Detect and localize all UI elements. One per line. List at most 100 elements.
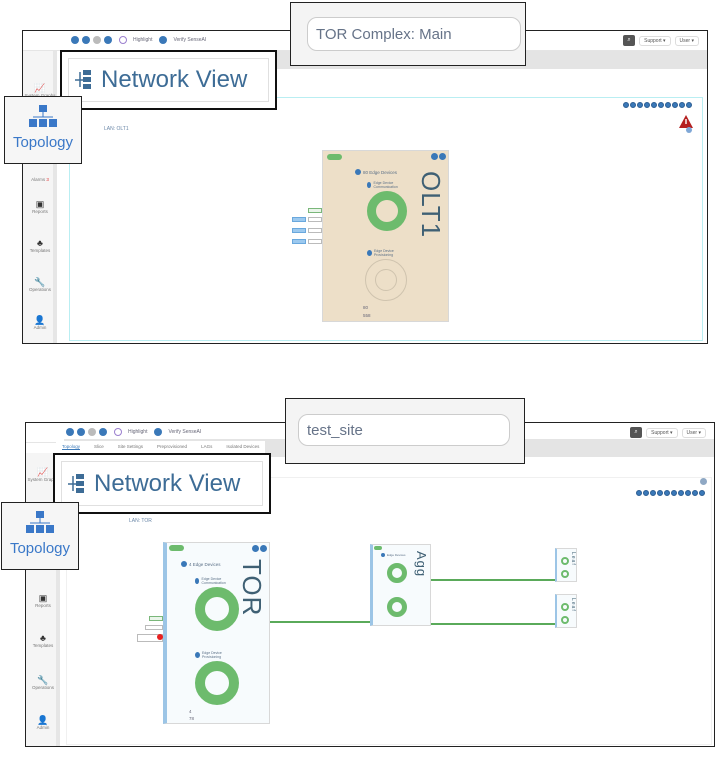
stat-1: 80 xyxy=(363,305,369,310)
support-menu[interactable]: Support ▾ xyxy=(639,35,671,46)
network-view-icon xyxy=(68,473,84,493)
provisioning-ring xyxy=(561,570,569,578)
sidebar-item-templates[interactable]: ♣Templates xyxy=(23,238,57,253)
canvas-tool[interactable] xyxy=(644,102,650,108)
canvas-tool[interactable] xyxy=(630,102,636,108)
verify-icon[interactable] xyxy=(159,36,168,44)
toolbar-btn-3[interactable] xyxy=(93,36,101,44)
info-icon[interactable] xyxy=(439,153,446,160)
canvas-tool[interactable] xyxy=(685,490,691,496)
topology-callout-top[interactable]: Topology xyxy=(4,96,82,164)
canvas-tool[interactable] xyxy=(637,102,643,108)
sidebar-item-reports[interactable]: ▣Reports xyxy=(23,199,57,214)
canvas-tool[interactable] xyxy=(671,490,677,496)
verify-label[interactable]: Verify SenseAI xyxy=(173,37,207,43)
site-name-field[interactable]: TOR Complex: Main xyxy=(307,17,521,51)
alarm-badge: 3 xyxy=(46,177,49,182)
error-indicator[interactable] xyxy=(157,634,163,640)
sidebar-label: Operations xyxy=(31,685,54,690)
sidebar-item-operations[interactable]: 🔧Operations xyxy=(23,277,57,292)
sidebar-item-templates[interactable]: ♣Templates xyxy=(26,633,60,648)
topology-canvas[interactable]: LAN: TOR 4 Edge Devices Edge Device Comm… xyxy=(66,477,712,745)
toolbar-btn-4[interactable] xyxy=(99,428,107,436)
search-button[interactable]: ⌕ xyxy=(623,35,636,46)
port[interactable] xyxy=(145,625,163,630)
sidebar-item-operations[interactable]: 🔧Operations xyxy=(26,675,60,690)
highlight-icon[interactable] xyxy=(119,36,127,44)
sidebar-item-reports[interactable]: ▣Reports xyxy=(26,593,60,608)
toolbar-btn-3[interactable] xyxy=(88,428,96,436)
toolbar-btn-2[interactable] xyxy=(77,428,85,436)
tab-slice[interactable]: Slice xyxy=(94,444,104,449)
toolbar-btn-2[interactable] xyxy=(82,36,90,44)
canvas-tool[interactable] xyxy=(664,490,670,496)
port[interactable] xyxy=(308,217,322,222)
canvas-tool[interactable] xyxy=(678,490,684,496)
canvas-tool[interactable] xyxy=(657,490,663,496)
settings-icon[interactable] xyxy=(431,153,438,160)
toolbar-btn-1[interactable] xyxy=(66,428,74,436)
support-menu[interactable]: Support ▾ xyxy=(646,427,678,438)
user-menu[interactable]: User ▾ xyxy=(674,35,699,46)
link-tor-agg[interactable] xyxy=(270,621,372,623)
edge-devices-count: Edge Devices xyxy=(381,553,406,557)
port-tag[interactable] xyxy=(292,228,306,233)
canvas-tool[interactable] xyxy=(686,102,692,108)
highlight-icon[interactable] xyxy=(114,428,122,436)
verify-icon[interactable] xyxy=(154,428,163,436)
highlight-label[interactable]: Highlight xyxy=(128,429,148,435)
port-uplink[interactable] xyxy=(308,208,322,213)
highlight-label[interactable]: Highlight xyxy=(133,37,153,43)
canvas-tool[interactable] xyxy=(699,490,705,496)
device-tor[interactable]: 4 Edge Devices Edge Device Communication… xyxy=(163,542,270,724)
port-tag[interactable] xyxy=(292,217,306,222)
canvas-tool[interactable] xyxy=(643,490,649,496)
port-tag[interactable] xyxy=(292,239,306,244)
user-menu[interactable]: User ▾ xyxy=(681,427,706,438)
site-name-field[interactable]: test_site xyxy=(298,414,510,446)
tab-preprovisioned[interactable]: Preprovisioned xyxy=(157,444,188,449)
tab-isolated-devices[interactable]: Isolated Devices xyxy=(226,444,260,449)
sidebar-item-alarms[interactable]: Alarms 3 xyxy=(23,177,57,182)
tab-site-settings[interactable]: Site Settings xyxy=(117,444,144,449)
device-agg[interactable]: Edge Devices Agg xyxy=(370,544,431,626)
port-uplink[interactable] xyxy=(149,616,163,621)
sidebar-item-admin[interactable]: 👤Admin xyxy=(26,715,60,730)
device-leaf-2[interactable]: Leaf xyxy=(555,594,577,628)
canvas-tool[interactable] xyxy=(623,102,629,108)
lan-label: LAN: OLT1 xyxy=(104,126,129,132)
clipboard-icon: ▣ xyxy=(38,593,48,603)
canvas-tool[interactable] xyxy=(672,102,678,108)
tab-lags[interactable]: LAGs xyxy=(201,444,213,449)
port[interactable] xyxy=(308,239,322,244)
info-icon[interactable] xyxy=(260,545,267,552)
device-olt1[interactable]: 80 Edge Devices Edge Device Communicatio… xyxy=(322,150,449,322)
link-agg-leaf1[interactable] xyxy=(431,579,555,581)
canvas-tool[interactable] xyxy=(651,102,657,108)
network-view-callout-bottom: Network View xyxy=(53,453,271,514)
canvas-tool[interactable] xyxy=(650,490,656,496)
toolbar-btn-4[interactable] xyxy=(104,36,112,44)
canvas-tool[interactable] xyxy=(665,102,671,108)
canvas-tool[interactable] xyxy=(636,490,642,496)
canvas-tool[interactable] xyxy=(692,490,698,496)
topology-callout-bottom[interactable]: Topology xyxy=(1,502,79,570)
toolbar-btn-1[interactable] xyxy=(71,36,79,44)
search-button[interactable]: ⌕ xyxy=(630,427,643,438)
settings-icon[interactable] xyxy=(252,545,259,552)
sidebar-item-admin[interactable]: 👤Admin xyxy=(23,315,57,330)
topology-canvas[interactable]: LAN: OLT1 80 Edge Devices Edge Device Co… xyxy=(69,97,703,341)
status-pill xyxy=(374,546,382,550)
device-leaf-1[interactable]: Leaf xyxy=(555,548,577,582)
wrench-icon: 🔧 xyxy=(34,277,46,287)
port[interactable] xyxy=(308,228,322,233)
sidebar-item-system-graphs[interactable]: 📈System Graphs xyxy=(26,467,60,482)
tab-topology[interactable]: Topology xyxy=(62,444,81,450)
canvas-tool[interactable] xyxy=(679,102,685,108)
verify-label[interactable]: Verify SenseAI xyxy=(168,429,202,435)
sidebar-item-system-graphs[interactable]: 📈System Graphs xyxy=(23,83,57,98)
settings-icon[interactable] xyxy=(700,478,707,485)
link-agg-leaf2[interactable] xyxy=(431,623,555,625)
canvas-tool[interactable] xyxy=(658,102,664,108)
alert-icon[interactable] xyxy=(678,114,694,134)
